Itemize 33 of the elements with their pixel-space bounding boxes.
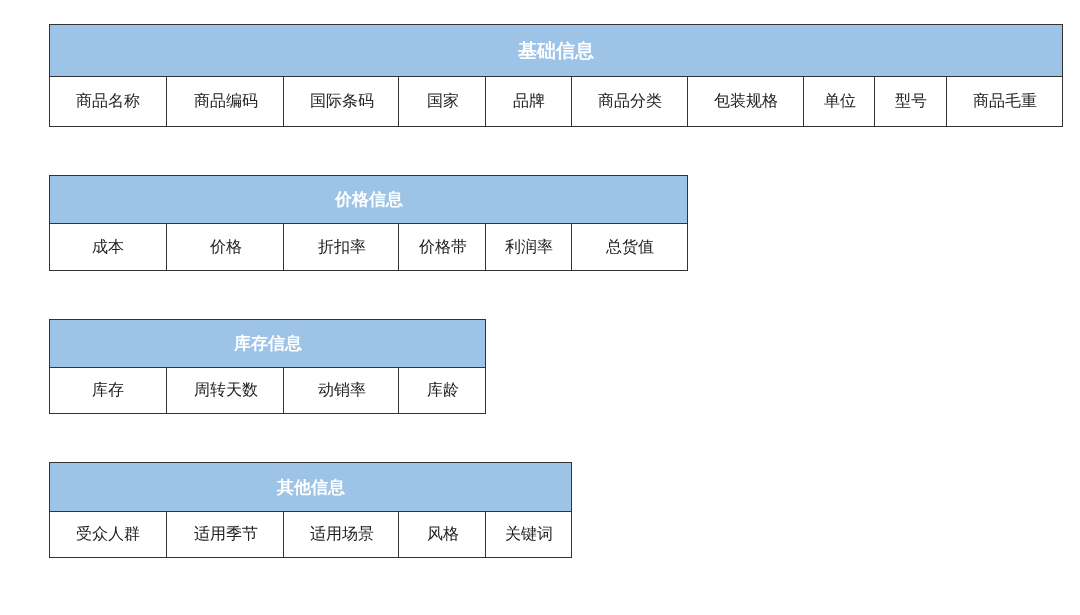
table-cell: 商品编码 xyxy=(166,77,284,126)
table-cell: 国家 xyxy=(398,77,486,126)
table-cell: 商品名称 xyxy=(49,77,167,126)
table-header: 库存信息 xyxy=(50,320,485,368)
table-cell: 包装规格 xyxy=(687,77,804,126)
table-cell: 库存 xyxy=(49,368,167,413)
table-cell: 成本 xyxy=(49,224,167,270)
table-cell: 适用场景 xyxy=(283,512,399,557)
table-cell: 适用季节 xyxy=(166,512,284,557)
table xyxy=(49,175,688,271)
table xyxy=(49,319,486,414)
table-cell: 价格带 xyxy=(398,224,486,270)
table-cell: 关键词 xyxy=(485,512,572,557)
table-header: 其他信息 xyxy=(50,463,571,512)
table-cell: 动销率 xyxy=(283,368,399,413)
table-cell: 受众人群 xyxy=(49,512,167,557)
table-header: 基础信息 xyxy=(50,25,1062,77)
table-cell: 折扣率 xyxy=(283,224,399,270)
table-cell: 国际条码 xyxy=(283,77,399,126)
table-cell: 风格 xyxy=(398,512,486,557)
table xyxy=(49,24,1063,127)
table-header: 价格信息 xyxy=(50,176,687,224)
table-cell: 价格 xyxy=(166,224,284,270)
table-cell: 商品毛重 xyxy=(946,77,1063,126)
table xyxy=(49,462,572,558)
table-cell: 型号 xyxy=(874,77,947,126)
table-cell: 库龄 xyxy=(398,368,486,413)
table-cell: 商品分类 xyxy=(571,77,688,126)
table-cell: 总货值 xyxy=(571,224,688,270)
table-cell: 周转天数 xyxy=(166,368,284,413)
table-cell: 利润率 xyxy=(485,224,572,270)
table-cell: 单位 xyxy=(803,77,875,126)
table-cell: 品牌 xyxy=(485,77,572,126)
